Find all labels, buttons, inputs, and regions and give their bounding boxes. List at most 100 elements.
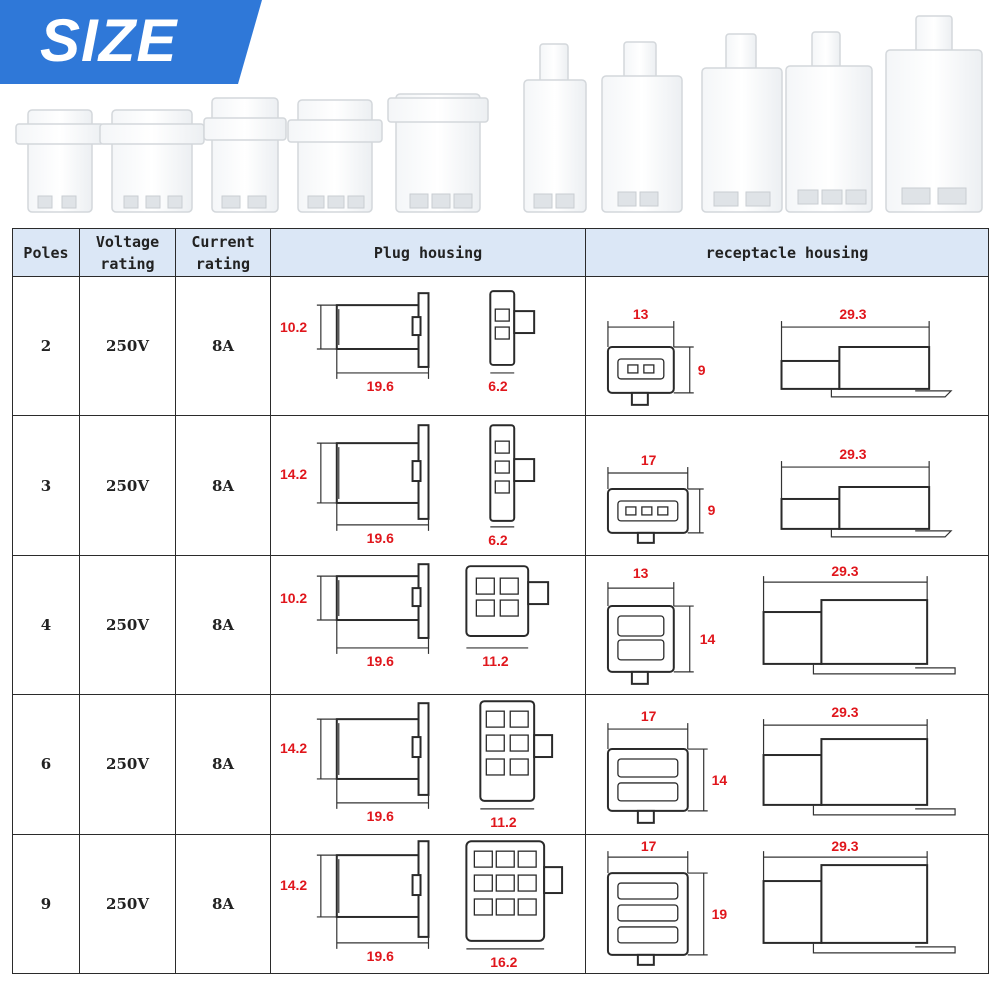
connector-photo: [701, 33, 783, 213]
plug-side-view: [335, 292, 430, 369]
table-row: 9 250V 8A 14.2: [12, 833, 989, 975]
receptacle-height-dim: 9: [708, 502, 716, 518]
poles-cell: 6: [12, 694, 80, 835]
connector-photo: [203, 97, 287, 213]
voltage-cell: 250V: [79, 275, 176, 417]
connector-photo: [785, 31, 873, 213]
plug-front-view: [479, 700, 554, 803]
voltage-cell: 250V: [79, 833, 176, 975]
receptacle-housing-drawing: 13 9 29.3: [585, 275, 989, 417]
plug-height-dim: 14.2: [280, 740, 307, 756]
receptacle-height-dim: 14: [712, 772, 728, 788]
header-voltage-rating: Voltage rating: [79, 228, 176, 277]
connector-photo: [287, 99, 383, 213]
receptacle-front-view: [606, 605, 675, 685]
receptacle-housing-drawing: 17 19 29.3: [585, 833, 989, 975]
product-photo-banner: [0, 0, 983, 213]
plug-height-dim: 10.2: [280, 319, 307, 335]
plug-front-view: [489, 423, 536, 522]
size-title: SIZE: [40, 7, 178, 74]
dimension-lines: [316, 854, 430, 949]
poles-cell: 3: [12, 415, 80, 556]
receptacle-front-view: [606, 346, 675, 407]
table-header-row: Poles Voltage rating Current rating Plug…: [12, 228, 989, 277]
current-cell: 8A: [175, 833, 271, 975]
dimension-lines: [316, 442, 430, 531]
receptacle-length-dim: 29.3: [831, 838, 858, 854]
receptacle-side-view: [780, 485, 953, 538]
plug-front-width-dim: 16.2: [490, 954, 517, 970]
plug-front-width-dim: 6.2: [488, 378, 508, 394]
header-plug-housing: Plug housing: [270, 228, 586, 277]
poles-cell: 4: [12, 554, 80, 696]
receptacle-width-dim: 17: [641, 838, 657, 854]
plug-housing-drawing: 14.2 19.6 6.2: [270, 415, 586, 556]
plug-height-dim: 14.2: [280, 466, 307, 482]
receptacle-front-view: [606, 487, 689, 544]
receptacle-width-dim: 17: [641, 452, 657, 468]
size-banner-shape: [0, 0, 262, 84]
connector-spec-table: Poles Voltage rating Current rating Plug…: [12, 228, 989, 975]
receptacle-length-dim: 29.3: [839, 306, 866, 322]
plug-front-view: [465, 565, 550, 637]
plug-side-view: [335, 702, 430, 797]
poles-cell: 2: [12, 275, 80, 417]
connector-photo: [885, 15, 983, 213]
voltage-cell: 250V: [79, 415, 176, 556]
receptacle-side-view: [762, 599, 956, 675]
current-cell: 8A: [175, 694, 271, 835]
receptacle-length-dim: 29.3: [831, 704, 858, 720]
receptacle-housing-drawing: 17 9 29.3: [585, 415, 989, 556]
plug-length-dim: 19.6: [367, 808, 394, 824]
connector-photo: [601, 41, 683, 213]
plug-side-view: [335, 839, 430, 938]
receptacle-width-dim: 13: [633, 565, 649, 581]
receptacle-length-dim: 29.3: [831, 563, 858, 579]
current-cell: 8A: [175, 415, 271, 556]
receptacle-side-view: [762, 738, 956, 816]
current-cell: 8A: [175, 554, 271, 696]
connector-photo: [523, 43, 587, 213]
receptacle-front-view: [606, 748, 689, 825]
header-current-rating: Current rating: [175, 228, 271, 277]
plug-length-dim: 19.6: [367, 529, 394, 545]
plug-length-dim: 19.6: [367, 948, 394, 964]
receptacle-housing-drawing: 17 14 29.3: [585, 694, 989, 835]
header-poles: Poles: [12, 228, 80, 277]
header-receptacle-housing: receptacle housing: [585, 228, 989, 277]
receptacle-width-dim: 13: [633, 306, 649, 322]
plug-housing-drawing: 10.2 19.6 11.2: [270, 554, 586, 696]
voltage-cell: 250V: [79, 554, 176, 696]
table-row: 6 250V 8A 14.2: [12, 694, 989, 835]
plug-front-width-dim: 11.2: [482, 653, 509, 669]
plug-housing-drawing: 14.2 19.6 16.2: [270, 833, 586, 975]
current-cell: 8A: [175, 275, 271, 417]
plug-length-dim: 19.6: [367, 378, 394, 394]
plug-height-dim: 10.2: [280, 590, 307, 606]
plug-front-view: [489, 290, 536, 367]
receptacle-length-dim: 29.3: [839, 446, 866, 462]
receptacle-side-view: [780, 346, 953, 398]
plug-front-width-dim: 6.2: [488, 531, 508, 547]
poles-cell: 9: [12, 833, 80, 975]
receptacle-height-dim: 9: [698, 362, 706, 378]
dimension-lines: [316, 575, 430, 654]
receptacle-housing-drawing: 13 14 29.3: [585, 554, 989, 696]
connector-photo: [387, 93, 489, 213]
receptacle-front-view: [606, 871, 689, 966]
plug-front-width-dim: 11.2: [490, 814, 517, 830]
plug-side-view: [335, 563, 430, 639]
plug-length-dim: 19.6: [367, 653, 394, 669]
plug-housing-drawing: 10.2 19.6 6.2: [270, 275, 586, 417]
receptacle-height-dim: 14: [700, 631, 716, 647]
dimension-lines: [316, 304, 430, 380]
connector-photo: [15, 109, 105, 213]
plug-front-view: [465, 839, 564, 942]
table-row: 2 250V 8A 10.2: [12, 275, 989, 417]
voltage-cell: 250V: [79, 694, 176, 835]
plug-side-view: [335, 423, 430, 520]
dimension-lines: [316, 718, 430, 810]
receptacle-side-view: [762, 863, 956, 954]
plug-housing-drawing: 14.2 19.6 11.2: [270, 694, 586, 835]
connector-photo: [99, 109, 205, 213]
